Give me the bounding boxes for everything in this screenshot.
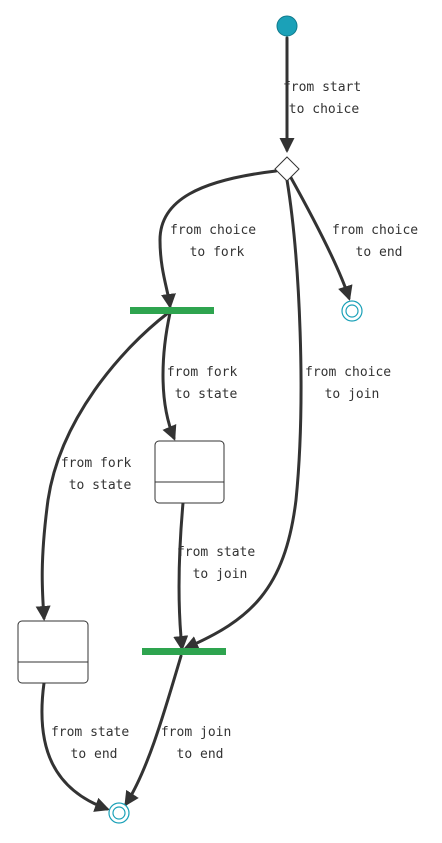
edge-state2-to-join [173, 501, 189, 651]
edge-state1-to-end [40, 681, 110, 812]
edge-choice-to-fork [158, 169, 278, 309]
label-join-to-end: from join to end [161, 725, 239, 762]
label-start-to-choice: from start to choice [283, 80, 369, 117]
label-choice-to-end: from choice to end [332, 223, 426, 260]
final-state-node-right [341, 300, 363, 322]
edge-fork-to-state2 [161, 311, 177, 441]
edge-fork-to-state1 [35, 311, 170, 621]
label-fork-to-state-left: from fork to state [61, 456, 139, 493]
edge-choice-to-join [183, 178, 303, 651]
label-state-to-join: from state to join [177, 545, 263, 582]
edge-choice-to-end [288, 174, 353, 301]
state-box-right [154, 440, 225, 504]
label-choice-to-fork: from choice to fork [170, 223, 264, 260]
final-state-node-bottom [108, 802, 130, 824]
choice-diamond [274, 156, 300, 182]
initial-state-node [276, 15, 298, 37]
label-fork-to-state-right: to state from fork to state [167, 365, 245, 402]
label-state-to-end: from state to end [51, 725, 137, 762]
fork-bar [130, 307, 214, 314]
label-choice-to-join: from choice to join [305, 365, 399, 402]
edge-join-to-end [124, 654, 183, 807]
state-box-left [17, 620, 89, 684]
join-bar [142, 648, 226, 655]
